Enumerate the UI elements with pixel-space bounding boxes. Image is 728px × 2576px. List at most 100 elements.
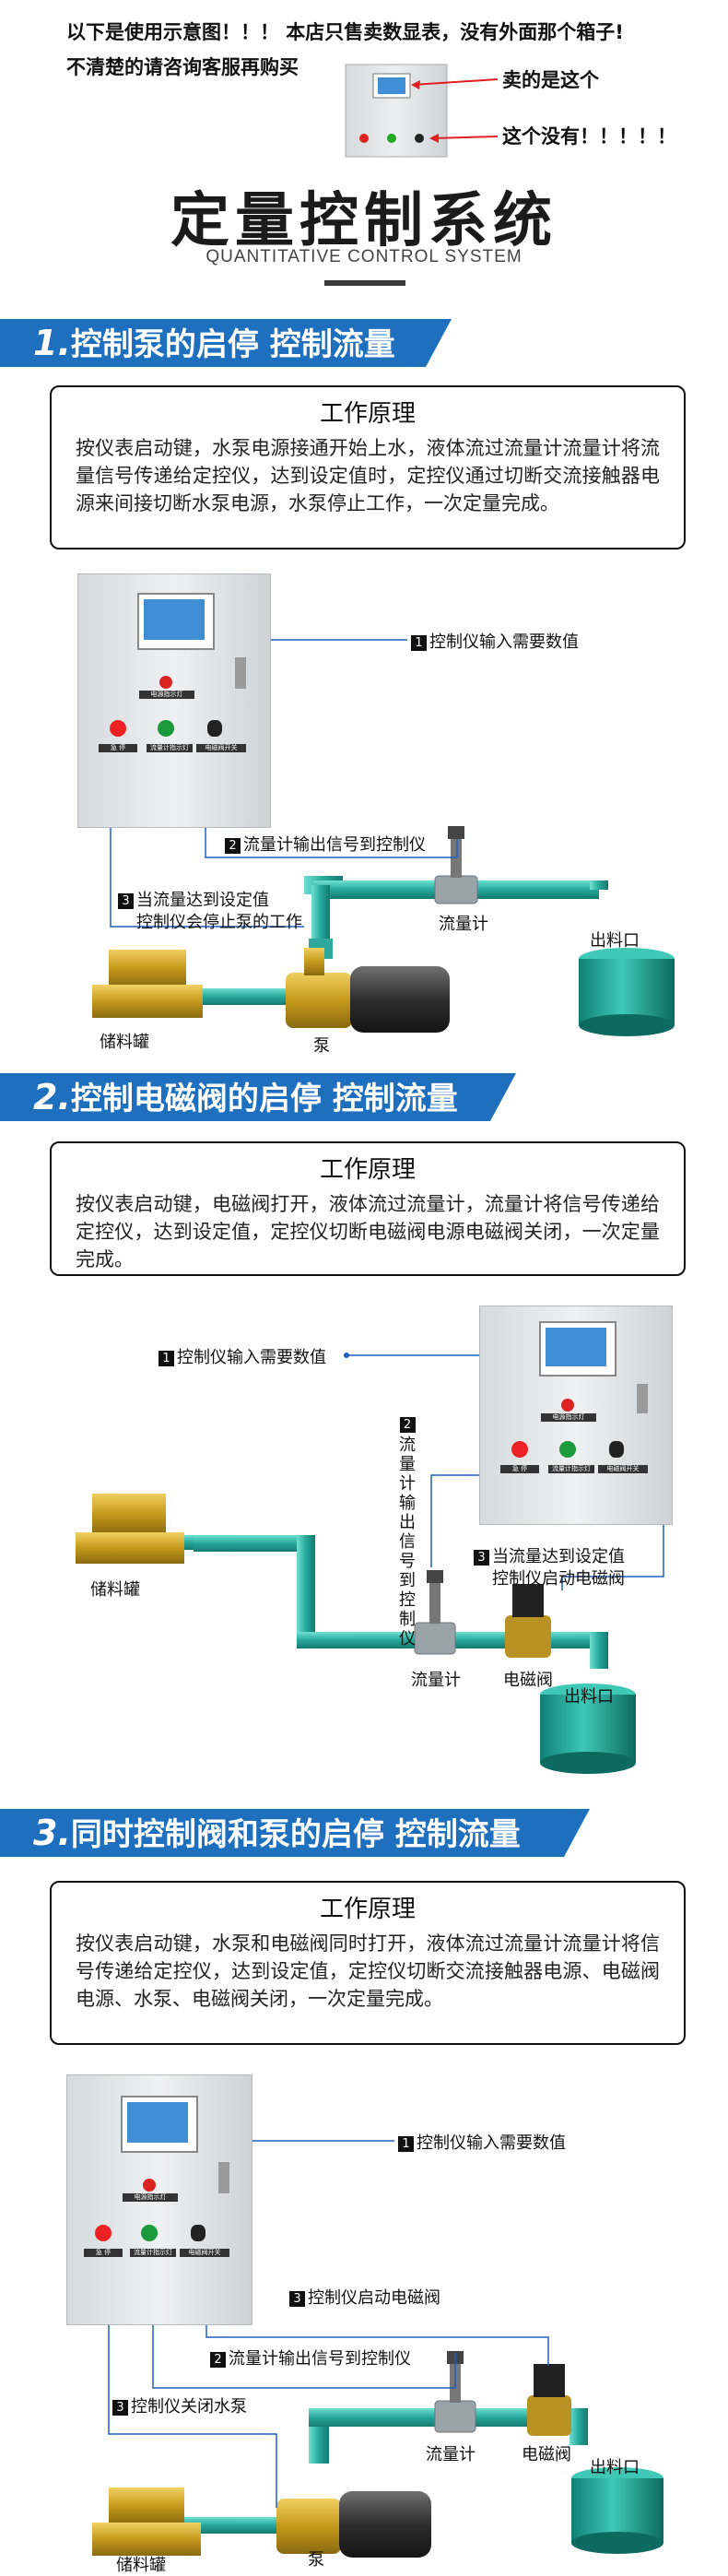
section2-meter-display [539,1321,616,1377]
section3-step3b-num: 3 [112,2399,128,2416]
section3-cabinet-handle [218,2162,229,2193]
section3-step2-num: 2 [210,2351,226,2368]
section3-flowmeter-light-label: 流量计指示灯 [130,2249,176,2257]
section3-power-light-icon [143,2179,156,2192]
section3-flowmeter-label: 流量计 [426,2445,476,2464]
section3-step3-num: 3 [289,2290,305,2307]
section2-estop-button-icon[interactable] [511,1441,528,1458]
section1-flowmeter-light-label: 流量计指示灯 [147,744,193,752]
section3-control-cabinet: 电源指示灯 急 停 流量计指示灯 电磁阀开关 [66,2074,252,2325]
section1-step1-num: 1 [411,634,427,651]
section2-step2-num: 2 [399,1417,416,1433]
section1-step1-text: 控制仪输入需要数值 [429,632,579,652]
section2-banner: 2.控制电磁阀的启停 控制流量 [0,1073,516,1121]
section3-banner: 3.同时控制阀和泵的启停 控制流量 [0,1809,590,1857]
section1-meter-display [137,593,215,650]
section2-valve-label: 电磁阀 [503,1671,553,1690]
section1-cabinet-handle [235,657,246,689]
section3-step3b-text: 控制仪关闭水泵 [131,2397,247,2416]
section1-step2-text: 流量计输出信号到控制仪 [243,835,426,855]
section2-step1-text: 控制仪输入需要数值 [177,1348,326,1367]
section2-principle-title: 工作原理 [319,1156,416,1184]
section3-flowmeter-light-icon [141,2225,158,2241]
section1-banner: 1.控制泵的启停 控制流量 [0,319,452,367]
section1-step3-text-b: 控制仪会停止泵的工作 [136,913,302,932]
section2-step3-text-b: 控制仪启动电磁阀 [492,1569,625,1589]
section2-power-light-label: 电源指示灯 [541,1413,596,1422]
section2-step3-num: 3 [474,1549,489,1566]
section1-power-light-label: 电源指示灯 [139,691,194,699]
section3-valve-label: 电磁阀 [522,2445,571,2464]
section3-valve-switch-icon[interactable] [191,2225,205,2241]
section1-estop-button-icon[interactable] [110,720,126,737]
section2-principle-text: 按仪表启动键，电磁阀打开，液体流过流量计，流量计将信号传递给定控仪，达到设定值，… [76,1193,660,1270]
section3-title: 同时控制阀和泵的启停 控制流量 [70,1816,521,1853]
section1-flowmeter-label: 流量计 [439,915,488,934]
callout-sold-item: 卖的是这个 [502,69,599,91]
section2-valve-switch-label: 电磁阀开关 [598,1465,648,1473]
section2-step2-text: 流量计输出信号到控制仪 [399,1436,416,1648]
section2-flowmeter-light-icon [559,1441,576,1458]
section3-power-light-label: 电源指示灯 [123,2193,178,2202]
section3-meter-display [121,2096,198,2153]
section1-step2-num: 2 [225,837,241,854]
section1-principle-text: 按仪表启动键，水泵电源接通开始上水，液体流过流量计流量计将流量信号传递给定控仪，… [76,437,660,514]
section2-step1-num: 1 [159,1350,174,1366]
section1-pump-label: 泵 [313,1036,330,1056]
section3-estop-button-icon[interactable] [95,2225,112,2241]
section2-title: 控制电磁阀的启停 控制流量 [70,1081,458,1117]
section2-principle-box: 工作原理 按仪表启动键，电磁阀打开，液体流过流量计，流量计将信号传递给定控仪，达… [50,1141,686,1276]
page-title: 定量控制系统 [170,187,558,255]
section2-flowmeter-light-label: 流量计指示灯 [548,1465,594,1473]
section3-principle-title: 工作原理 [319,1896,416,1923]
section2-estop-label: 急 停 [500,1465,539,1473]
section1-number: 1. [33,323,71,363]
section3-number: 3. [33,1813,71,1853]
intro-note-line2: 不清楚的请咨询客服再购买 [66,56,299,78]
section3-meter-screen [127,2102,188,2143]
section2-step2-label: 2 流量计输出信号到控制仪 [398,1416,417,1648]
section3-outlet-label: 出料口 [590,2458,640,2477]
section3-step1-num: 1 [398,2135,414,2152]
page-subtitle: QUANTITATIVE CONTROL SYSTEM [205,247,523,266]
section3-estop-label: 急 停 [84,2249,123,2257]
section2-step3-text-a: 当流量达到设定值 [492,1547,625,1566]
section3-step3-text: 控制仪启动电磁阀 [308,2288,440,2308]
section3-tank-label: 储料罐 [116,2556,166,2575]
section2-meter-screen [546,1328,606,1366]
section1-tank-label: 储料罐 [100,1033,149,1052]
section1-valve-switch-icon[interactable] [207,720,222,737]
section1-meter-screen [144,599,205,640]
section2-tank-label: 储料罐 [90,1580,140,1600]
section1-principle-box: 工作原理 按仪表启动键，水泵电源接通开始上水，液体流过流量计流量计将流量信号传递… [50,385,686,549]
section1-outlet-label: 出料口 [590,931,640,951]
section1-step3-num: 3 [118,892,134,909]
section1-principle-title: 工作原理 [319,400,416,428]
section2-valve-switch-icon[interactable] [609,1441,624,1458]
section3-principle-text: 按仪表启动键，水泵和电磁阀同时打开，液体流过流量计流量计将信号传递给定控仪，达到… [76,1932,660,2010]
section2-power-light-icon [561,1399,574,1412]
callout-not-included: 这个没有！！！！！ [502,125,676,148]
section1-valve-switch-label: 电磁阀开关 [196,744,246,752]
section2-outlet-label: 出料口 [564,1687,614,1707]
title-underline [324,280,405,286]
section2-flowmeter-label: 流量计 [411,1671,461,1690]
section3-step1-text: 控制仪输入需要数值 [417,2133,566,2153]
section3-principle-box: 工作原理 按仪表启动键，水泵和电磁阀同时打开，液体流过流量计流量计将信号传递给定… [50,1881,686,2045]
intro-note-line1: 以下是使用示意图！！！ 本店只售卖数显表，没有外面那个箱子! [66,21,624,43]
section1-title: 控制泵的启停 控制流量 [70,326,395,363]
section2-control-cabinet: 电源指示灯 急 停 流量计指示灯 电磁阀开关 [479,1306,673,1525]
section3-diagram [92,2138,663,2558]
section3-valve-switch-label: 电磁阀开关 [180,2249,229,2257]
section1-control-cabinet: 电源指示灯 急 停 流量计指示灯 电磁阀开关 [77,573,271,828]
intro-cabinet-illustration [345,64,499,158]
